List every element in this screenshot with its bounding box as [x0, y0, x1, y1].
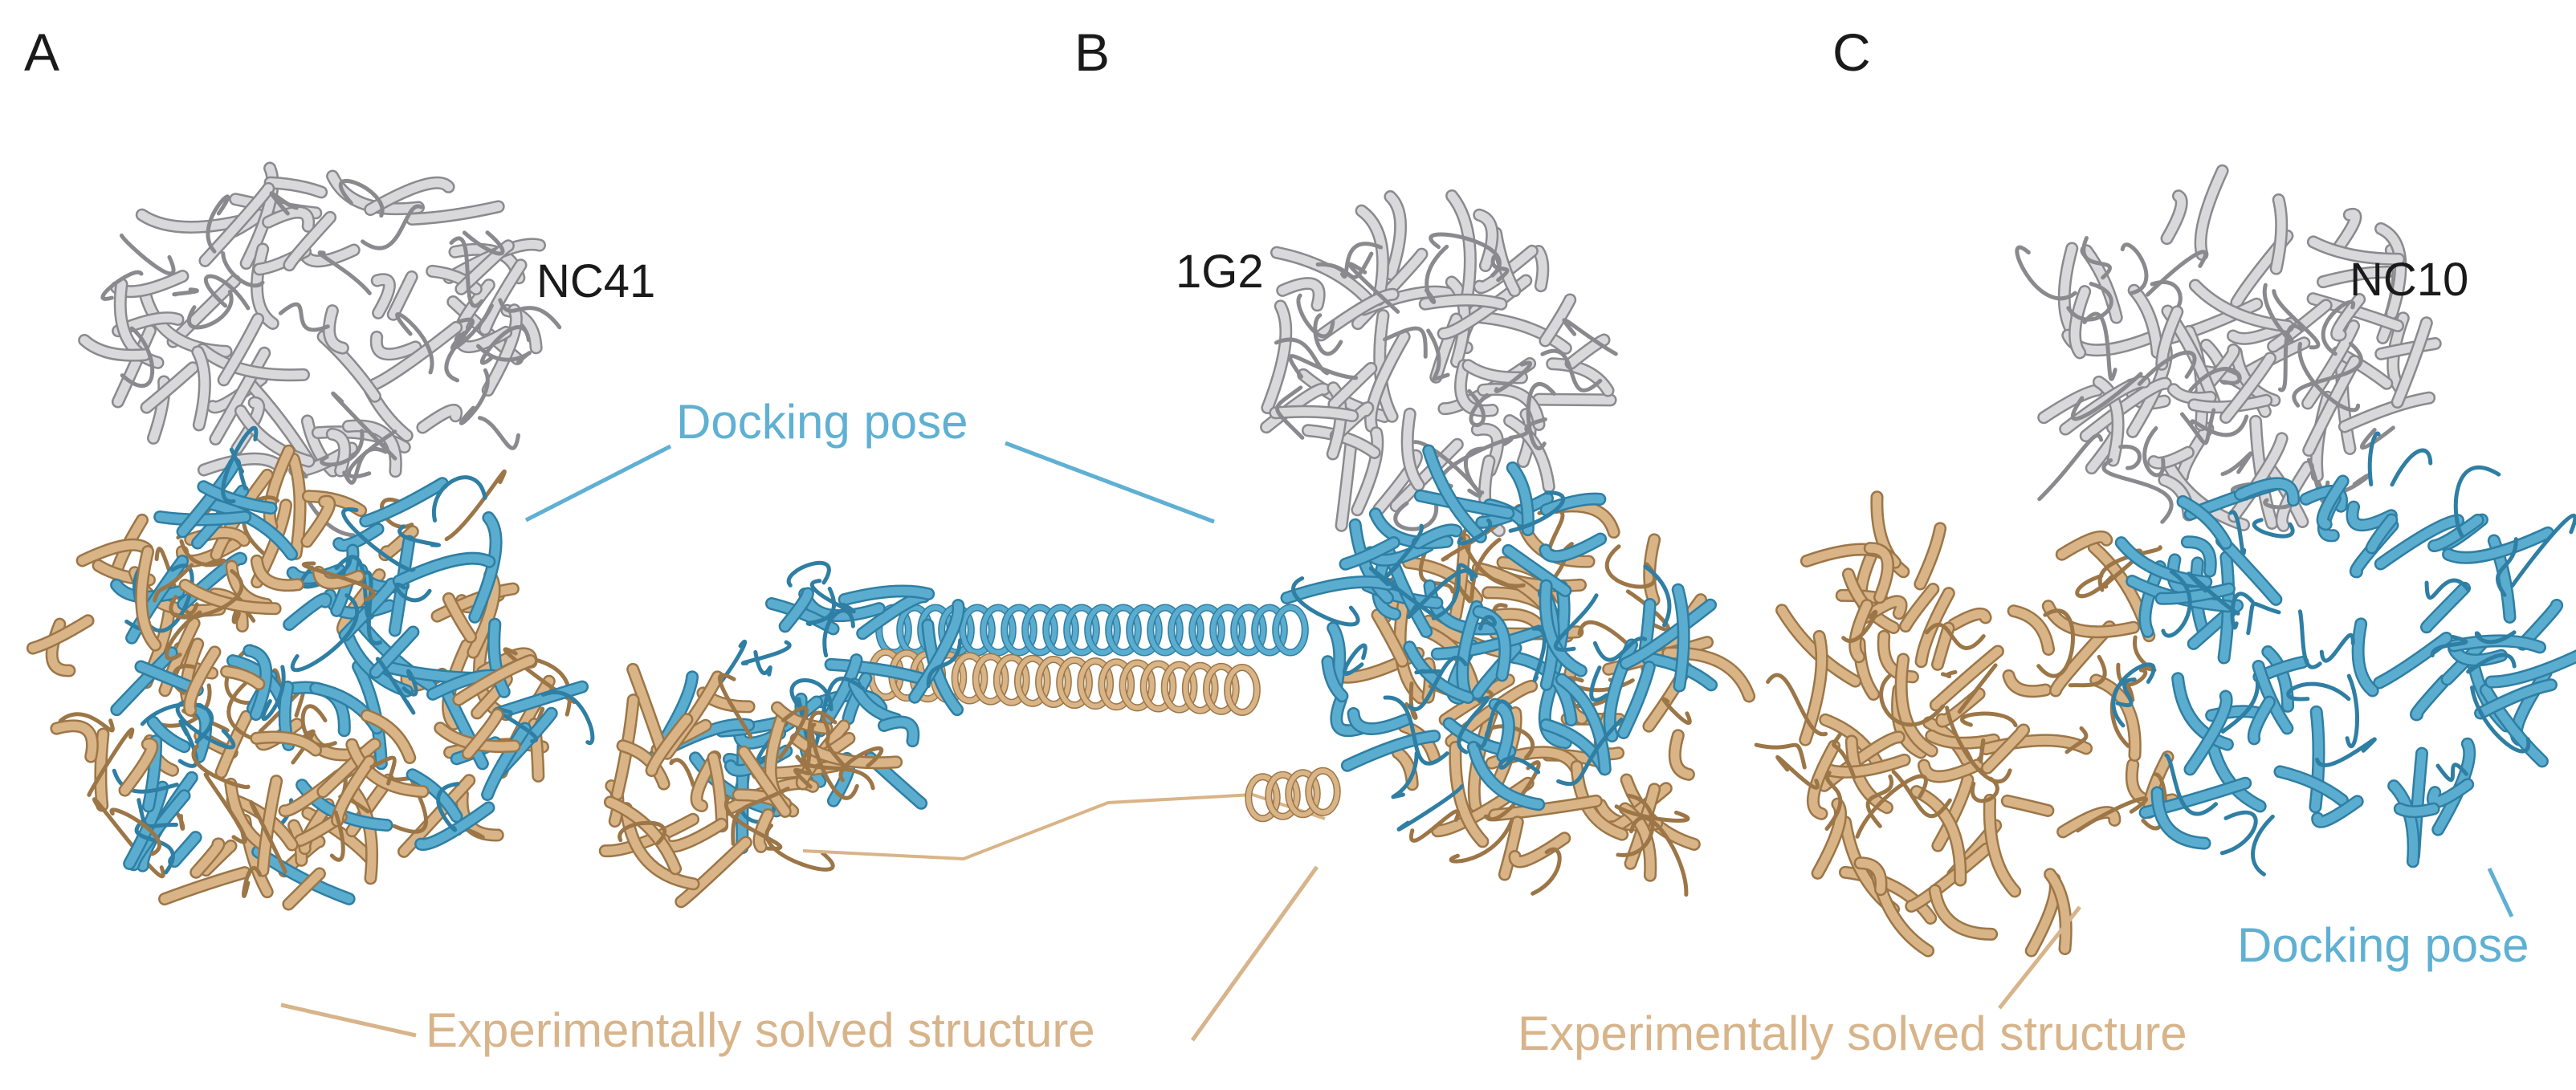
antibody-nc41	[78, 161, 562, 538]
panel-letter-c: C	[1832, 22, 1871, 82]
experimental-structure-label-ab: Experimentally solved structure	[426, 1003, 1095, 1057]
antibody-label-nc41: NC41	[536, 255, 656, 307]
panel-b-structures	[598, 189, 1756, 909]
experimental-leader-a	[280, 1003, 417, 1038]
leader-lines	[280, 441, 2514, 1042]
experimental-antigen-c	[1754, 490, 2179, 958]
experimental-small-helix-b	[1245, 767, 1341, 823]
docking-leader-c	[2487, 867, 2514, 918]
antibody-label-nc10: NC10	[2350, 254, 2469, 306]
docking-antigen-b-head	[1280, 444, 1718, 832]
experimental-helix-b	[867, 649, 1261, 716]
experimental-leader-c	[1998, 905, 2081, 1010]
panel-letter-a: A	[24, 22, 60, 82]
experimental-antigen-b-tail	[598, 662, 903, 909]
panel-c-structures	[1754, 164, 2576, 958]
experimental-structure-label-c: Experimentally solved structure	[1518, 1007, 2187, 1060]
docking-pose-label-c: Docking pose	[2237, 918, 2529, 972]
docking-leader-a	[524, 444, 672, 523]
antibody-label-1g2: 1G2	[1176, 246, 1264, 298]
panel-letter-b: B	[1074, 22, 1111, 82]
docking-pose-label-ab: Docking pose	[676, 395, 968, 449]
panel-a-structures	[26, 161, 595, 911]
experimental-leader-b	[1190, 865, 1319, 1042]
docking-leader-b	[1005, 441, 1215, 524]
experimental-antigen-a-top	[50, 539, 537, 911]
docking-antigen-c	[2111, 431, 2576, 876]
experimental-antigen-b-head	[1332, 499, 1756, 897]
antibody-1g2	[1260, 189, 1618, 538]
antibody-nc10	[2015, 164, 2442, 532]
